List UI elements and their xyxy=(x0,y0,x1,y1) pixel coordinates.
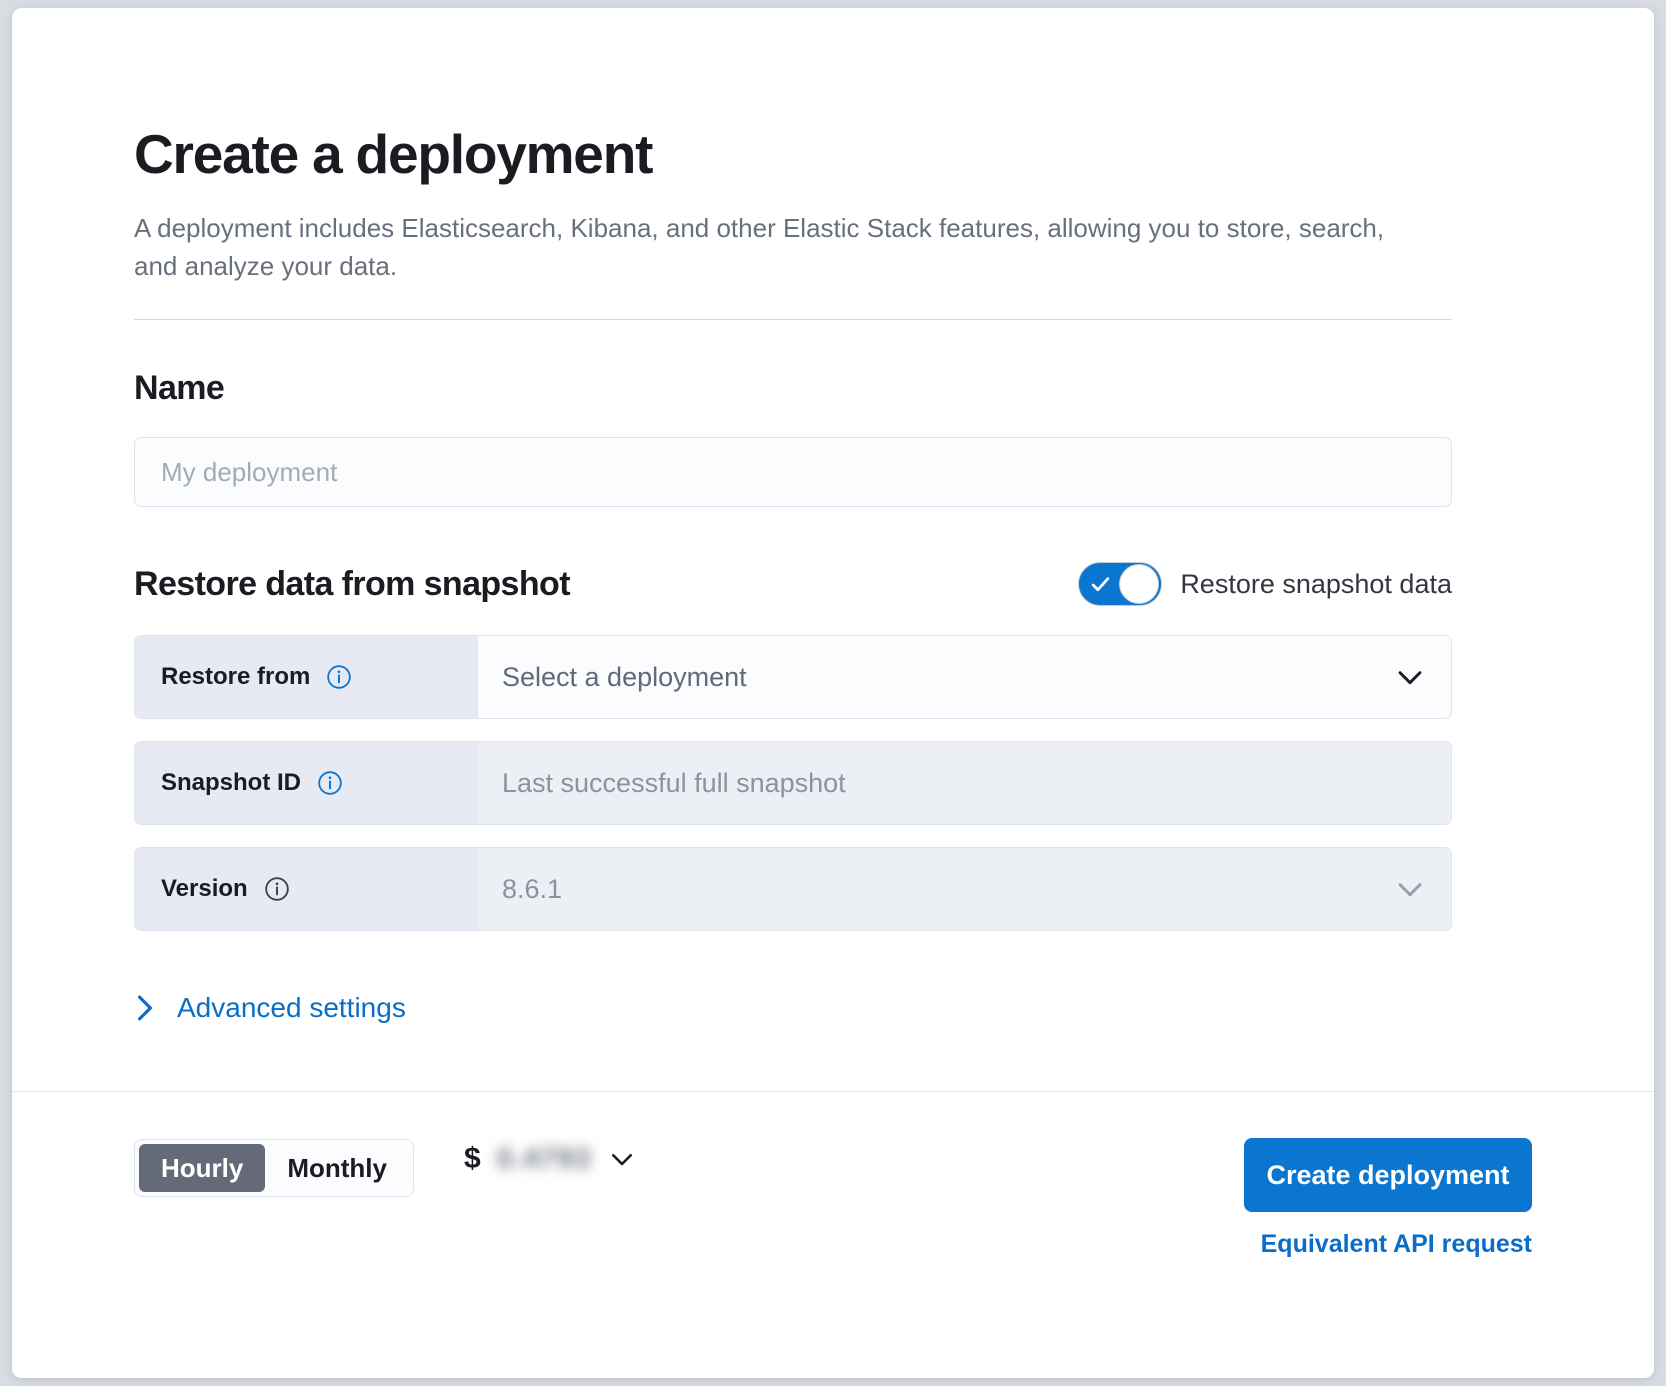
snapshot-id-label-cell: Snapshot ID xyxy=(135,742,478,824)
info-icon[interactable] xyxy=(326,664,352,690)
equivalent-api-request-link[interactable]: Equivalent API request xyxy=(1260,1230,1532,1258)
snapshot-id-value-cell: Last successful full snapshot xyxy=(478,742,1451,824)
deployment-name-placeholder: My deployment xyxy=(161,456,338,487)
snapshot-id-label: Snapshot ID xyxy=(161,769,302,796)
chevron-down-icon[interactable] xyxy=(607,1144,637,1174)
info-icon[interactable] xyxy=(317,770,343,796)
restore-section-heading: Restore data from snapshot xyxy=(134,565,571,603)
create-deployment-page: Create a deployment A deployment include… xyxy=(12,8,1654,1378)
restore-toggle-wrap: Restore snapshot data xyxy=(1078,562,1452,606)
price-amount: 0.4793 xyxy=(496,1142,592,1175)
deployment-name-input[interactable]: My deployment xyxy=(134,437,1452,507)
chevron-right-icon xyxy=(137,995,153,1021)
name-section-heading: Name xyxy=(134,369,225,407)
version-label: Version xyxy=(161,875,248,902)
version-value: 8.6.1 xyxy=(502,873,563,904)
advanced-settings-label: Advanced settings xyxy=(177,992,406,1023)
create-deployment-button[interactable]: Create deployment xyxy=(1244,1138,1532,1212)
restore-from-row[interactable]: Restore from Select a deployment xyxy=(134,635,1452,719)
version-value-cell: 8.6.1 xyxy=(478,848,1451,930)
header-divider xyxy=(134,319,1452,320)
billing-option-hourly[interactable]: Hourly xyxy=(139,1144,266,1192)
restore-from-label-cell: Restore from xyxy=(135,636,478,718)
version-row: Version 8.6.1 xyxy=(134,847,1452,931)
chevron-down-icon[interactable] xyxy=(1393,660,1427,694)
page-subtitle: A deployment includes Elasticsearch, Kib… xyxy=(134,213,1385,281)
restore-from-label: Restore from xyxy=(161,663,311,690)
check-icon xyxy=(1092,577,1110,592)
version-label-cell: Version xyxy=(135,848,478,930)
restore-section-header: Restore data from snapshot Restore snaps… xyxy=(134,562,1452,606)
currency-symbol: $ xyxy=(464,1142,481,1175)
restore-from-value: Select a deployment xyxy=(502,661,747,692)
billing-period-segmented-control[interactable]: Hourly Monthly xyxy=(134,1139,414,1197)
restore-snapshot-toggle[interactable] xyxy=(1078,562,1163,606)
form-body: Create a deployment A deployment include… xyxy=(12,8,1654,1091)
billing-option-monthly[interactable]: Monthly xyxy=(287,1152,387,1183)
page-title: Create a deployment xyxy=(134,123,653,185)
restore-toggle-label: Restore snapshot data xyxy=(1180,568,1452,599)
restore-form-rows: Restore from Select a deployment xyxy=(134,635,1452,931)
toggle-knob xyxy=(1119,564,1160,604)
create-deployment-label: Create deployment xyxy=(1266,1159,1510,1190)
chevron-down-icon xyxy=(1398,883,1422,897)
page-footer: Hourly Monthly $ 0.4793 Create deploymen… xyxy=(12,1091,1654,1378)
snapshot-id-value: Last successful full snapshot xyxy=(502,767,846,798)
price-display[interactable]: $ 0.4793 xyxy=(464,1142,637,1176)
advanced-settings-toggle[interactable]: Advanced settings xyxy=(134,992,406,1024)
info-icon[interactable] xyxy=(264,876,290,902)
restore-from-value-cell[interactable]: Select a deployment xyxy=(478,636,1451,718)
snapshot-id-row: Snapshot ID Last successful full snapsho… xyxy=(134,741,1452,825)
